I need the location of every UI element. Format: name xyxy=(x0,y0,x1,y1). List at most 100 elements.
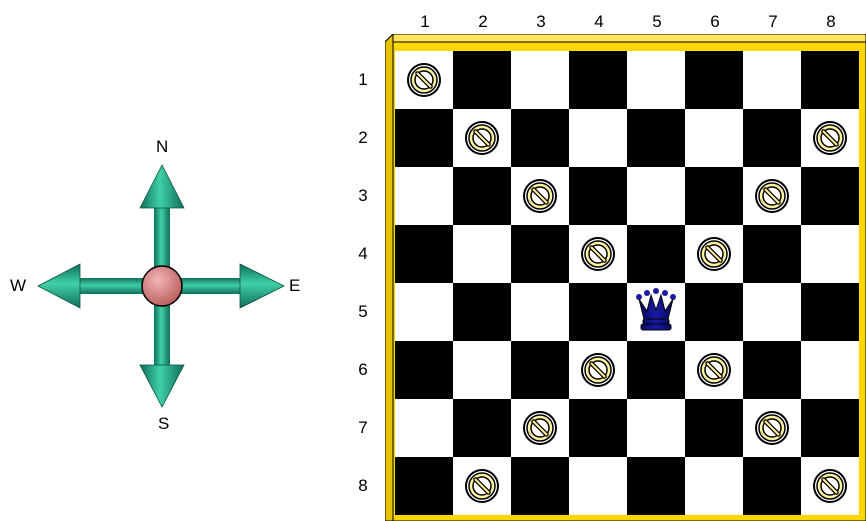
square-r1-c8[interactable] xyxy=(801,51,859,109)
row-label-6: 6 xyxy=(348,360,378,380)
square-r5-c1[interactable] xyxy=(395,283,453,341)
square-r2-c6[interactable] xyxy=(685,109,743,167)
no-entry-icon xyxy=(511,167,569,225)
no-entry-icon xyxy=(743,399,801,457)
square-r8-c1[interactable] xyxy=(395,457,453,515)
square-r8-c5[interactable] xyxy=(627,457,685,515)
square-r7-c3[interactable] xyxy=(511,399,569,457)
square-r3-c7[interactable] xyxy=(743,167,801,225)
square-r3-c2[interactable] xyxy=(453,167,511,225)
column-label-5: 5 xyxy=(642,12,672,32)
no-entry-icon xyxy=(685,341,743,399)
square-r8-c8[interactable] xyxy=(801,457,859,515)
column-label-4: 4 xyxy=(584,12,614,32)
square-r3-c6[interactable] xyxy=(685,167,743,225)
square-r4-c7[interactable] xyxy=(743,225,801,283)
square-r1-c5[interactable] xyxy=(627,51,685,109)
square-r1-c2[interactable] xyxy=(453,51,511,109)
compass xyxy=(30,150,310,445)
row-label-7: 7 xyxy=(348,418,378,438)
square-r2-c8[interactable] xyxy=(801,109,859,167)
square-r4-c4[interactable] xyxy=(569,225,627,283)
square-r6-c5[interactable] xyxy=(627,341,685,399)
square-r6-c4[interactable] xyxy=(569,341,627,399)
square-r4-c5[interactable] xyxy=(627,225,685,283)
square-r1-c7[interactable] xyxy=(743,51,801,109)
square-r7-c5[interactable] xyxy=(627,399,685,457)
square-r6-c7[interactable] xyxy=(743,341,801,399)
column-label-3: 3 xyxy=(526,12,556,32)
no-entry-icon xyxy=(743,167,801,225)
no-entry-icon xyxy=(685,225,743,283)
square-r1-c6[interactable] xyxy=(685,51,743,109)
square-r4-c1[interactable] xyxy=(395,225,453,283)
no-entry-icon xyxy=(569,225,627,283)
column-label-7: 7 xyxy=(758,12,788,32)
square-r2-c3[interactable] xyxy=(511,109,569,167)
square-r2-c1[interactable] xyxy=(395,109,453,167)
square-r5-c3[interactable] xyxy=(511,283,569,341)
column-label-6: 6 xyxy=(700,12,730,32)
row-label-5: 5 xyxy=(348,302,378,322)
queen-icon[interactable] xyxy=(627,283,685,341)
square-r7-c2[interactable] xyxy=(453,399,511,457)
square-r5-c4[interactable] xyxy=(569,283,627,341)
no-entry-icon xyxy=(453,457,511,515)
no-entry-icon xyxy=(801,457,859,515)
square-r3-c4[interactable] xyxy=(569,167,627,225)
square-r6-c1[interactable] xyxy=(395,341,453,399)
square-r2-c4[interactable] xyxy=(569,109,627,167)
square-r5-c2[interactable] xyxy=(453,283,511,341)
row-label-2: 2 xyxy=(348,128,378,148)
row-label-1: 1 xyxy=(348,70,378,90)
square-r4-c3[interactable] xyxy=(511,225,569,283)
no-entry-icon xyxy=(569,341,627,399)
square-r2-c7[interactable] xyxy=(743,109,801,167)
square-r6-c8[interactable] xyxy=(801,341,859,399)
square-r7-c4[interactable] xyxy=(569,399,627,457)
square-r8-c4[interactable] xyxy=(569,457,627,515)
compass-arrows xyxy=(30,150,310,440)
compass-east-label: E xyxy=(289,276,300,296)
column-label-8: 8 xyxy=(816,12,846,32)
column-label-1: 1 xyxy=(410,12,440,32)
square-r5-c7[interactable] xyxy=(743,283,801,341)
square-r1-c4[interactable] xyxy=(569,51,627,109)
square-r6-c6[interactable] xyxy=(685,341,743,399)
square-r7-c8[interactable] xyxy=(801,399,859,457)
square-r8-c6[interactable] xyxy=(685,457,743,515)
square-r3-c8[interactable] xyxy=(801,167,859,225)
square-r7-c7[interactable] xyxy=(743,399,801,457)
square-r8-c7[interactable] xyxy=(743,457,801,515)
square-r5-c8[interactable] xyxy=(801,283,859,341)
no-entry-icon xyxy=(511,399,569,457)
row-label-8: 8 xyxy=(348,476,378,496)
square-r3-c3[interactable] xyxy=(511,167,569,225)
square-r7-c6[interactable] xyxy=(685,399,743,457)
square-r2-c2[interactable] xyxy=(453,109,511,167)
square-r8-c2[interactable] xyxy=(453,457,511,515)
row-label-3: 3 xyxy=(348,186,378,206)
row-label-4: 4 xyxy=(348,244,378,264)
square-r3-c1[interactable] xyxy=(395,167,453,225)
square-r8-c3[interactable] xyxy=(511,457,569,515)
chess-board xyxy=(385,34,866,521)
square-r6-c3[interactable] xyxy=(511,341,569,399)
square-r4-c6[interactable] xyxy=(685,225,743,283)
compass-hub xyxy=(142,266,182,306)
square-r3-c5[interactable] xyxy=(627,167,685,225)
square-r4-c2[interactable] xyxy=(453,225,511,283)
square-r4-c8[interactable] xyxy=(801,225,859,283)
square-r1-c1[interactable] xyxy=(395,51,453,109)
square-r5-c6[interactable] xyxy=(685,283,743,341)
no-entry-icon xyxy=(395,51,453,109)
square-r5-c5[interactable] xyxy=(627,283,685,341)
square-r2-c5[interactable] xyxy=(627,109,685,167)
column-label-2: 2 xyxy=(468,12,498,32)
compass-west-label: W xyxy=(10,276,26,296)
no-entry-icon xyxy=(801,109,859,167)
no-entry-icon xyxy=(453,109,511,167)
square-r1-c3[interactable] xyxy=(511,51,569,109)
square-r6-c2[interactable] xyxy=(453,341,511,399)
square-r7-c1[interactable] xyxy=(395,399,453,457)
